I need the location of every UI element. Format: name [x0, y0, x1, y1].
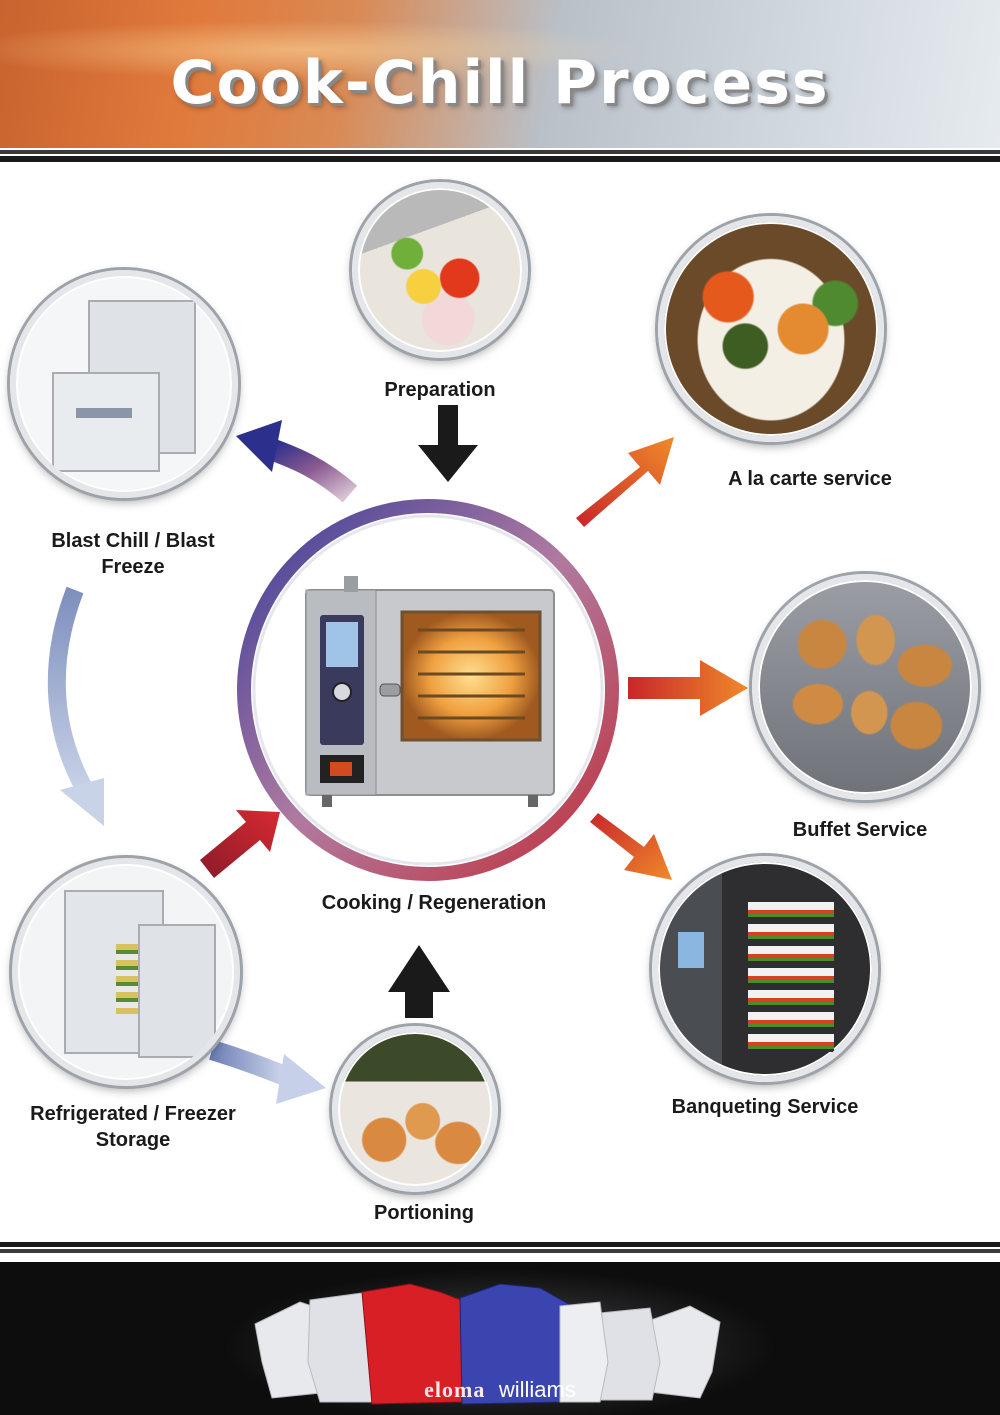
label-blast-chill: Blast Chill / Blast Freeze: [51, 530, 215, 578]
arrow-to-a-la-carte: [576, 437, 674, 527]
label-buffet: Buffet Service: [792, 819, 928, 841]
a-la-carte-photo: [658, 216, 884, 442]
portioning-photo: [332, 1026, 498, 1192]
arrow-blast-chill-to-storage: [47, 586, 96, 800]
label-banqueting: Banqueting Service: [671, 1096, 859, 1118]
top-divider: [0, 148, 1000, 162]
label-preparation: Preparation: [384, 379, 496, 401]
blast-chill-photo: [10, 270, 238, 498]
label-a-la-carte: A la carte service: [728, 468, 892, 490]
label-cooking: Cooking / Regeneration: [321, 892, 547, 914]
arrow-to-banqueting: [590, 813, 672, 880]
label-storage: Refrigerated / Freezer Storage: [30, 1103, 236, 1151]
arrow-to-buffet: [628, 660, 748, 716]
footer-banner: eloma williams: [0, 1262, 1000, 1415]
bottom-divider: [0, 1242, 1000, 1256]
preparation-photo: [352, 182, 528, 358]
arrow-to-blast-chill: [264, 437, 358, 503]
arrow-storage-to-portioning: [209, 1040, 294, 1088]
storage-photo: [12, 858, 240, 1086]
banqueting-photo: [652, 856, 878, 1082]
label-portioning: Portioning: [374, 1202, 474, 1224]
arrow-storage-to-cooking: [200, 810, 280, 878]
arrow-portioning-to-cooking: [388, 945, 450, 1018]
arrow-preparation-to-cooking: [418, 405, 478, 482]
brand-logo: eloma williams: [0, 1377, 1000, 1403]
chef-jackets-illustration: [254, 1283, 721, 1405]
header-banner: Cook-Chill Process: [0, 0, 1000, 150]
buffet-photo: [752, 574, 978, 800]
brand-williams: williams: [498, 1377, 576, 1402]
brand-eloma: eloma: [424, 1377, 486, 1402]
combi-oven-illustration: [305, 576, 555, 807]
page-title: Cook-Chill Process: [170, 48, 830, 118]
